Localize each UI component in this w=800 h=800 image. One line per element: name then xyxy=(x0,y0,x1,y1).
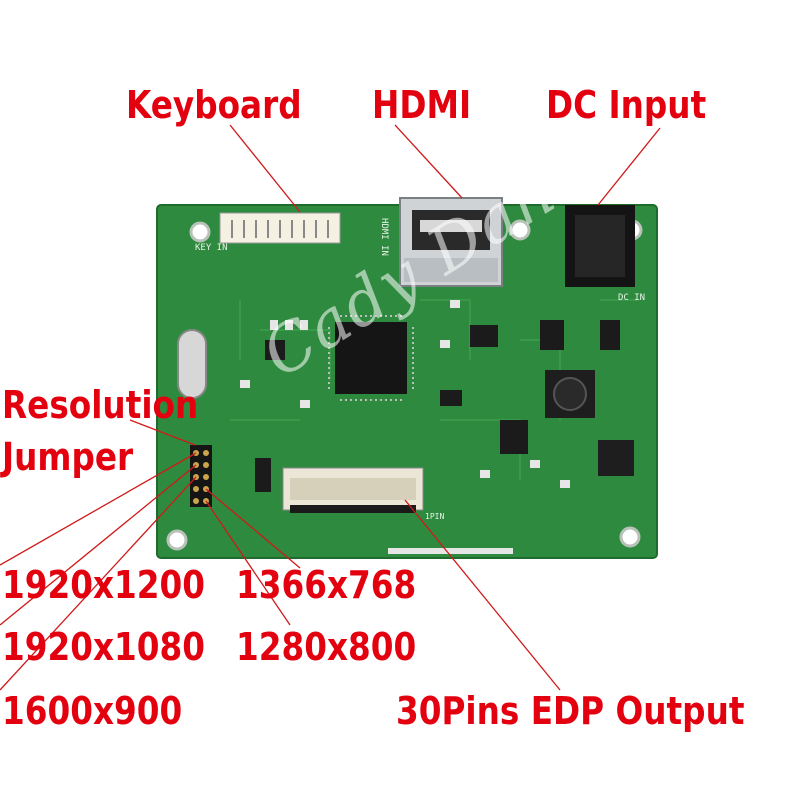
label-keyboard: Keyboard xyxy=(126,83,302,127)
silkscreen-pin1: 1PIN xyxy=(425,512,445,521)
silkscreen-key-in: KEY IN xyxy=(195,243,228,253)
label-res-1920x1080: 1920x1080 xyxy=(2,625,206,669)
label-res-1920x1200: 1920x1200 xyxy=(2,563,206,607)
label-jumper: Jumper xyxy=(2,435,134,479)
leader-lines xyxy=(0,124,661,691)
label-hdmi: HDMI xyxy=(372,83,472,127)
label-res-1366x768: 1366x768 xyxy=(236,563,417,607)
crystal-oscillator xyxy=(177,329,207,399)
label-dc-input: DC Input xyxy=(546,83,707,127)
silkscreen-dc-in: DC IN xyxy=(618,293,646,303)
label-edp-output: 30Pins EDP Output xyxy=(396,689,745,733)
main-ic xyxy=(335,322,407,394)
label-resolution: Resolution xyxy=(2,383,199,427)
label-res-1280x800: 1280x800 xyxy=(236,625,417,669)
label-res-1600x900: 1600x900 xyxy=(2,689,183,733)
